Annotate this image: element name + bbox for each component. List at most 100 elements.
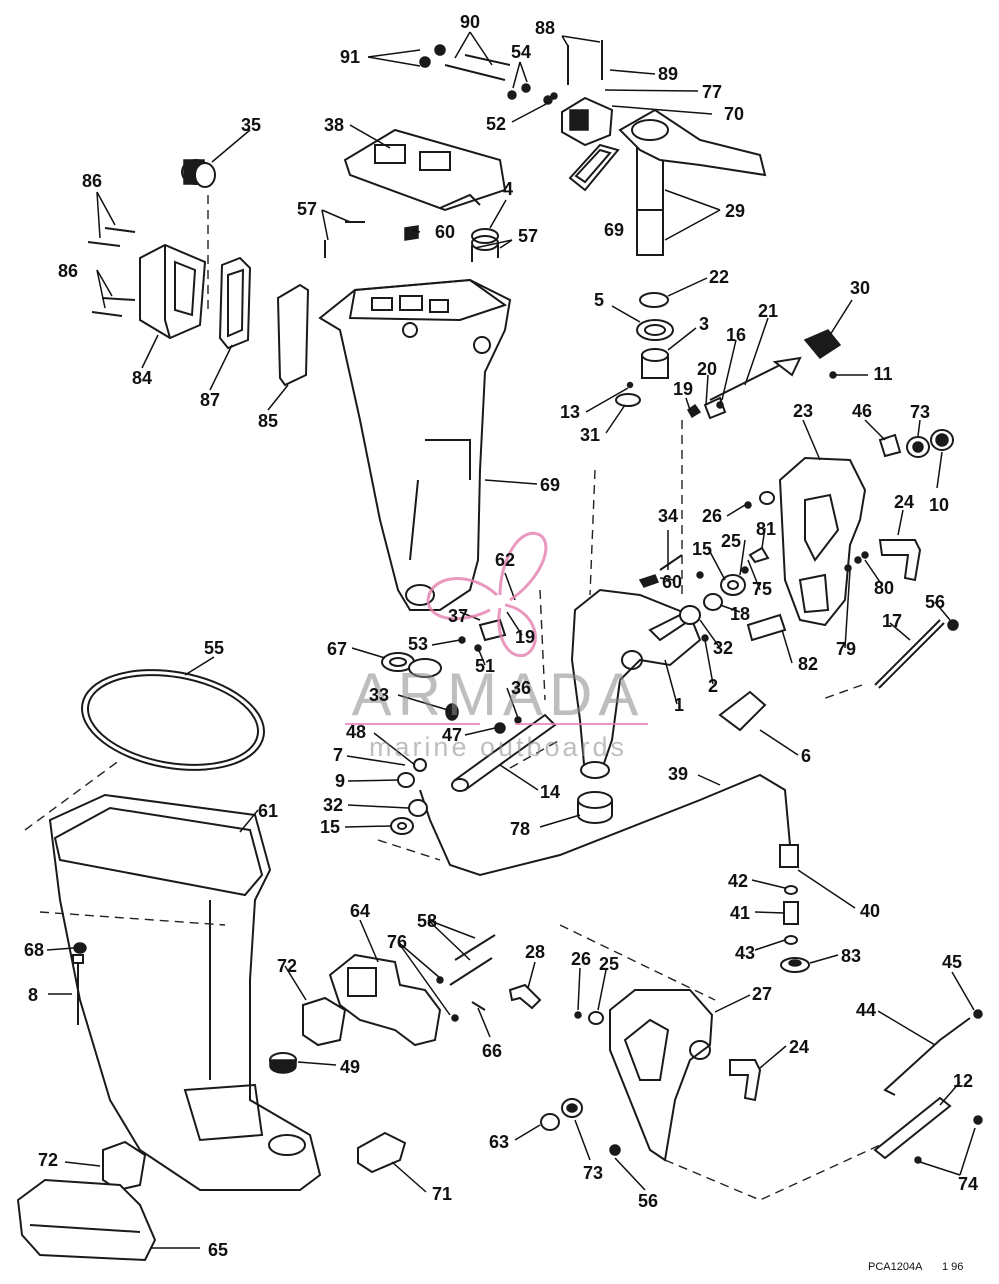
label-38: 38 <box>324 115 344 135</box>
label-39: 39 <box>668 764 688 784</box>
swivel-bracket-1 <box>570 588 702 779</box>
label-9: 9 <box>335 771 345 791</box>
diagram-footer: PCA1204A 1 96 <box>868 1261 963 1273</box>
label-54: 54 <box>511 42 531 62</box>
screws-74 <box>914 1115 983 1164</box>
label-35: 35 <box>241 115 261 135</box>
parts-63-73 <box>540 1098 621 1156</box>
armada-watermark: ARMADA marine outboards <box>345 531 648 762</box>
label-10: 10 <box>929 495 949 515</box>
part-30 <box>803 329 842 359</box>
label-76: 76 <box>387 932 407 952</box>
label-73-lower: 73 <box>583 1163 603 1183</box>
label-48: 48 <box>346 722 366 742</box>
gasket-69-small <box>568 143 620 192</box>
label-37: 37 <box>448 606 468 626</box>
lever-24-bottom <box>729 1059 762 1102</box>
label-68: 68 <box>24 940 44 960</box>
label-74: 74 <box>958 1174 978 1194</box>
exhaust-housing <box>318 278 512 611</box>
label-25-upper: 25 <box>721 531 741 551</box>
label-56-lower: 56 <box>638 1191 658 1211</box>
label-62: 62 <box>495 550 515 570</box>
label-88: 88 <box>535 18 555 38</box>
label-41: 41 <box>730 903 750 923</box>
stern-bracket-23 <box>778 456 867 627</box>
label-43: 43 <box>735 943 755 963</box>
grommet-35 <box>181 159 216 188</box>
seal-ring-55 <box>81 669 265 771</box>
rod-17 <box>874 619 945 689</box>
label-85: 85 <box>258 411 278 431</box>
mount-71 <box>357 1131 407 1174</box>
label-67: 67 <box>327 639 347 659</box>
lever-24-top <box>878 539 922 582</box>
label-80: 80 <box>874 578 894 598</box>
label-81: 81 <box>756 519 776 539</box>
label-46: 46 <box>852 401 872 421</box>
seals-column <box>615 292 674 407</box>
label-8: 8 <box>28 985 38 1005</box>
label-71: 71 <box>432 1184 452 1204</box>
label-16: 16 <box>726 325 746 345</box>
label-15-left: 15 <box>320 817 340 837</box>
label-32-left: 32 <box>323 795 343 815</box>
label-66: 66 <box>482 1041 502 1061</box>
cap-49 <box>269 1052 297 1074</box>
label-82: 82 <box>798 654 818 674</box>
label-11: 11 <box>873 364 892 384</box>
label-57-right: 57 <box>518 226 538 246</box>
label-13: 13 <box>560 402 580 422</box>
anode-12 <box>873 1096 952 1160</box>
label-58: 58 <box>417 911 437 931</box>
screws-57-60 <box>324 221 499 262</box>
label-57-left: 57 <box>297 199 317 219</box>
lower-housing-61 <box>48 793 322 1191</box>
label-40: 40 <box>860 901 880 921</box>
bracket-70 <box>561 96 614 147</box>
label-56-upper: 56 <box>925 592 945 612</box>
propeller-logo-icon <box>426 531 548 657</box>
label-4: 4 <box>503 179 513 199</box>
part-labels: 91 90 54 88 89 77 70 52 38 35 86 86 84 8… <box>24 12 978 1260</box>
label-7: 7 <box>333 745 343 765</box>
label-23: 23 <box>793 401 813 421</box>
label-32-right: 32 <box>713 638 733 658</box>
label-25-lower: 25 <box>599 954 619 974</box>
diagram-code: PCA1204A <box>868 1261 923 1273</box>
steering-tube-29 <box>618 108 767 256</box>
label-42: 42 <box>728 871 748 891</box>
small-hardware-mid <box>381 618 522 835</box>
watermark-tagline: marine outboards <box>369 732 627 762</box>
label-51: 51 <box>475 656 495 676</box>
label-28: 28 <box>525 942 545 962</box>
leader-lines <box>46 31 976 1249</box>
label-90: 90 <box>460 12 480 32</box>
bolts-top <box>419 40 603 105</box>
nuts-73-10 <box>878 429 954 458</box>
parts-40-43 <box>783 885 799 945</box>
label-55: 55 <box>204 638 224 658</box>
label-6: 6 <box>801 746 811 766</box>
label-72-lower: 72 <box>38 1150 58 1170</box>
label-89: 89 <box>658 64 678 84</box>
plate-85 <box>276 283 310 387</box>
label-19-right: 19 <box>673 379 693 399</box>
label-24-upper: 24 <box>894 492 914 512</box>
bushing-4 <box>471 228 499 251</box>
label-69-housing: 69 <box>540 475 560 495</box>
label-60-top: 60 <box>435 222 455 242</box>
cover-84 <box>139 243 207 340</box>
label-87: 87 <box>200 390 220 410</box>
grommet-83 <box>780 957 810 973</box>
label-91: 91 <box>340 47 360 67</box>
label-19-left: 19 <box>515 627 535 647</box>
wire-44 <box>883 1009 983 1096</box>
label-64: 64 <box>350 901 370 921</box>
label-14: 14 <box>540 782 560 802</box>
label-75: 75 <box>752 579 772 599</box>
screws-58-76-66 <box>436 934 496 1022</box>
label-79: 79 <box>836 639 856 659</box>
label-22: 22 <box>709 267 729 287</box>
